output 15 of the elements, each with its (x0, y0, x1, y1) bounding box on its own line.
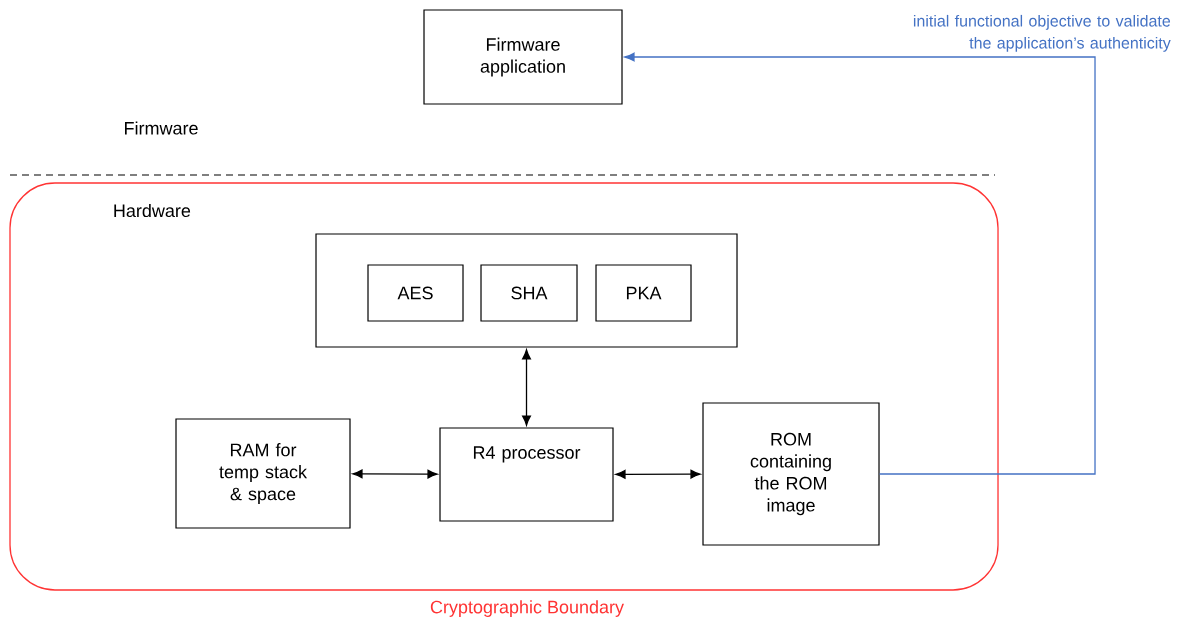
arrow (522, 349, 531, 426)
block-box: AES (367, 264, 464, 322)
arrow (615, 469, 701, 479)
arrow (352, 469, 438, 479)
block-box: ROM containing the ROM image (702, 402, 880, 546)
block-box: RAM for temp stack & space (175, 418, 351, 529)
section-label: Firmware (125, 121, 198, 135)
block-box: PKA (595, 264, 692, 322)
component-group-box (315, 233, 738, 348)
block-box: SHA (480, 264, 578, 322)
block-box: Firmware application (423, 9, 623, 105)
block-box: R4 processor (439, 427, 614, 522)
node-label: Cryptographic Boundary (430, 600, 624, 617)
arrow (624, 52, 1096, 475)
edge-label: initial functional objective to validate the application’s authenticity (913, 14, 1171, 52)
